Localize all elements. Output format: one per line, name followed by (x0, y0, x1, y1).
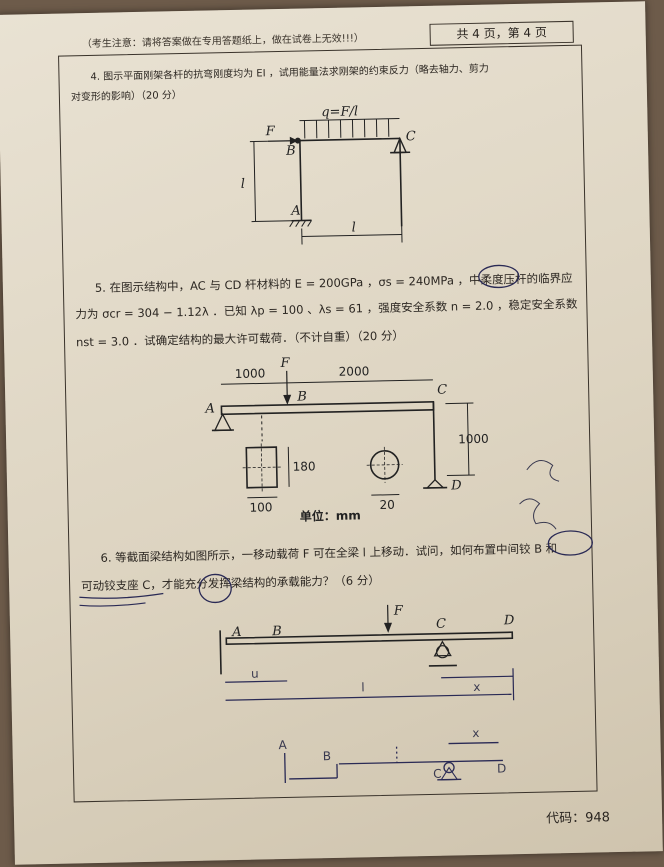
q4-label-l-vertical: l (241, 177, 245, 192)
q5-dim-180: 180 (293, 459, 316, 473)
q5-label-B: B (296, 389, 307, 404)
q4-label-B: B (285, 144, 296, 159)
q5-dim-1000: 1000 (235, 366, 266, 381)
q4-label-F: F (265, 124, 276, 139)
q5-label-D: D (450, 478, 462, 493)
q4-load-label: q=F/l (321, 104, 358, 120)
sketch-label-x: x (472, 726, 479, 740)
q5-dim-2000: 2000 (339, 364, 370, 379)
q5-dim-1000-vertical: 1000 (458, 432, 489, 447)
q4-label-C: C (406, 129, 416, 144)
sketch-label-B: B (323, 749, 332, 763)
q5-label-F: F (279, 356, 290, 371)
q6-label-A: A (231, 625, 242, 640)
q5-dim-20: 20 (379, 498, 395, 512)
exam-code: 代码：948 (545, 810, 611, 827)
q5-dim-100: 100 (249, 500, 272, 514)
sketch-label-A: A (278, 738, 287, 752)
q6-label-x: x (473, 680, 480, 694)
q6-label-B: B (271, 624, 282, 639)
q6-label-l: l (361, 680, 365, 694)
sketch-label-C: C (433, 767, 442, 781)
q5-label-A: A (204, 401, 215, 416)
sketch-label-D: D (497, 761, 507, 775)
q6-label-F: F (393, 603, 404, 618)
q6-label-D: D (503, 613, 515, 628)
q4-label-A: A (290, 204, 301, 219)
q6-label-C: C (436, 617, 446, 632)
q4-label-l-horizontal: l (352, 220, 356, 235)
q5-unit: 单位：mm (300, 507, 361, 523)
q5-label-C: C (437, 383, 447, 398)
q6-label-u: u (251, 667, 259, 681)
